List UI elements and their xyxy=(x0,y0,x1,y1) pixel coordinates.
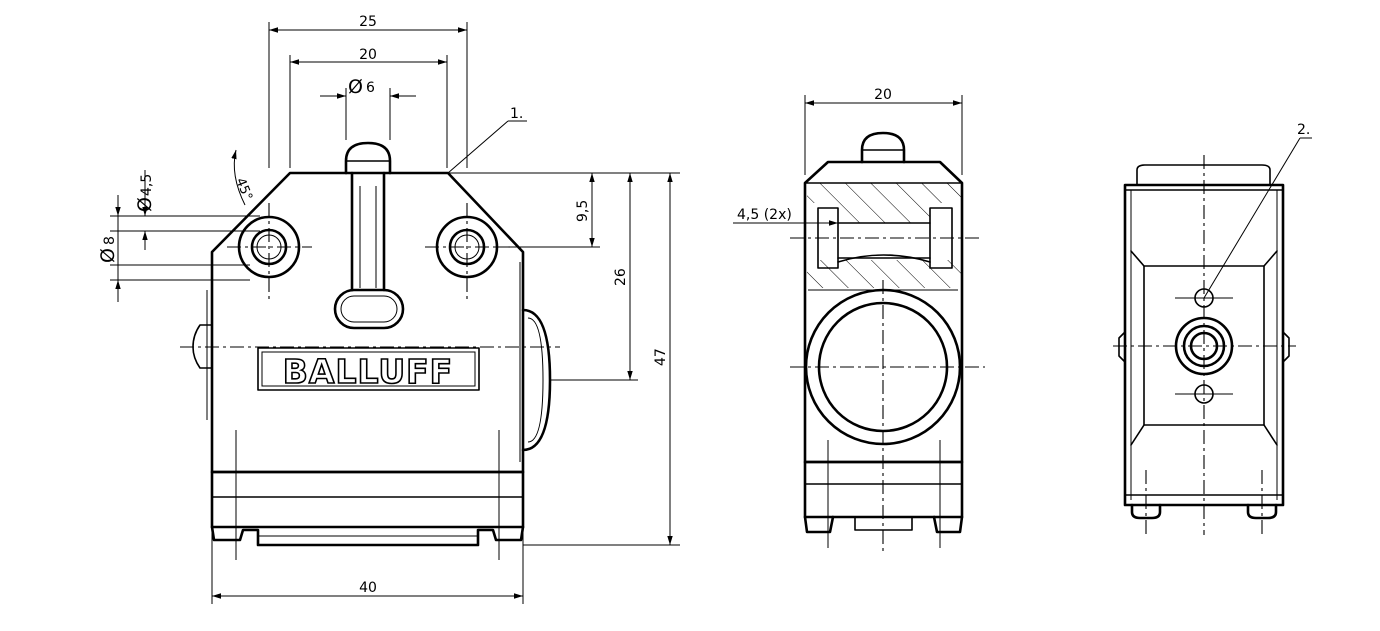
side-view xyxy=(790,131,985,555)
callout-1-leader xyxy=(447,120,509,174)
dim-height: 47 xyxy=(653,348,669,366)
dim-counterbore-dia: 8 xyxy=(102,236,118,245)
side-view-dimensions: 20 4,5 (2x) xyxy=(733,87,963,226)
front-slot xyxy=(350,171,386,292)
callout-2-leader xyxy=(1203,137,1301,299)
front-feet xyxy=(210,525,525,547)
dim-center-from-top: 26 xyxy=(613,268,629,286)
brand-label-outer xyxy=(257,347,480,391)
side-dim-width: 20 xyxy=(874,87,892,103)
dim-hole-dia: 4,5 xyxy=(139,174,155,196)
dim-holes-from-top: 9,5 xyxy=(575,200,591,222)
front-base-block xyxy=(210,470,525,529)
dim-width-base: 40 xyxy=(359,580,377,596)
front-right-actuator xyxy=(521,308,552,452)
dim-hole-dia-symbol: Ø xyxy=(134,197,156,212)
front-view: BALLUFF xyxy=(180,141,560,560)
dim-counterbore-dia-symbol: Ø xyxy=(97,248,119,263)
dim-width-inner: 20 xyxy=(359,47,377,63)
side-plunger xyxy=(860,131,906,164)
callout-2: 2. xyxy=(1297,122,1310,138)
callout-1: 1. xyxy=(510,106,523,122)
front-oval-window xyxy=(333,288,405,330)
dim-plunger-dia: 6 xyxy=(366,80,375,96)
dim-plunger-dia-symbol: Ø xyxy=(348,76,363,98)
brand-name: BALLUFF xyxy=(283,352,453,391)
front-view-dimensions: 25 20 Ø 6 1. 45° Ø 4,5 Ø 8 xyxy=(97,14,680,604)
back-view: 2. xyxy=(1113,122,1312,535)
dim-chamfer-angle: 45° xyxy=(232,176,255,203)
side-dim-hole-label: 4,5 (2x) xyxy=(737,207,792,223)
front-plunger xyxy=(344,141,392,175)
dim-width-top: 25 xyxy=(359,14,377,30)
